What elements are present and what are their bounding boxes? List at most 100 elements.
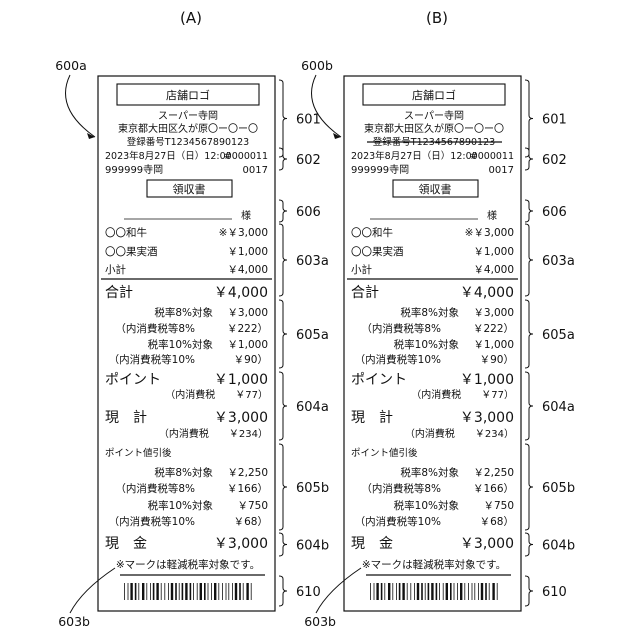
reference-numeral-605a: 605a xyxy=(542,328,575,343)
reference-numeral-605b: 605b xyxy=(296,481,329,496)
item-name: 小計 xyxy=(351,263,372,276)
barcode-bar xyxy=(164,583,165,600)
cash-total-value: ￥3,000 xyxy=(214,410,268,426)
barcode xyxy=(370,583,498,600)
name-suffix: 様 xyxy=(487,209,497,222)
tax-row-label: 税率8%対象 xyxy=(154,466,213,479)
receipt-datetime: 2023年8月27日（日）12:00 xyxy=(105,150,232,162)
reference-numeral-note: 603b xyxy=(304,614,336,629)
barcode-bar xyxy=(142,583,144,600)
reference-numeral-receipt: 600b xyxy=(301,58,333,73)
barcode-bar xyxy=(370,583,371,600)
barcode-bar xyxy=(381,583,383,600)
leader-line xyxy=(312,75,341,137)
leader-line xyxy=(70,568,115,613)
point-label: ポイント xyxy=(351,372,407,388)
bracket xyxy=(279,372,287,440)
store-address: 東京都大田区久が原〇ー〇ー〇 xyxy=(364,122,504,135)
cash-total-label: 現 計 xyxy=(105,410,147,426)
item-price: ￥4,000 xyxy=(473,264,514,276)
tax-row-label: 税率10%対象 xyxy=(148,338,213,351)
tax-row-label: 税率10%対象 xyxy=(394,338,459,351)
barcode-bar xyxy=(208,583,209,600)
barcode-bar xyxy=(396,583,397,600)
register-number: 0017 xyxy=(489,165,514,176)
tax-row-value: ￥68） xyxy=(480,516,514,528)
tax-row-value: ￥166） xyxy=(227,483,268,495)
store-code: 999999寺岡 xyxy=(105,164,163,176)
barcode-bar xyxy=(464,583,465,600)
tax-row-value: ￥222） xyxy=(227,323,268,335)
reference-numeral-602: 602 xyxy=(542,153,567,168)
barcode-bar xyxy=(446,583,448,600)
barcode-bar xyxy=(124,583,125,600)
reference-numeral-603a: 603a xyxy=(296,254,329,269)
bracket xyxy=(525,80,533,157)
bracket xyxy=(525,444,533,530)
tax-row-label: （内消費税等10% xyxy=(109,353,195,366)
reference-numeral-603a: 603a xyxy=(542,254,575,269)
tax-row-label: （内消費税等10% xyxy=(355,353,441,366)
point-tax: （内消費税 ￥77） xyxy=(411,388,514,401)
receipt-title: 領収書 xyxy=(419,182,452,196)
barcode-bar xyxy=(436,583,438,600)
tax-row-value: ￥750 xyxy=(483,500,514,512)
leader-line xyxy=(66,75,95,137)
bracket xyxy=(279,533,287,556)
tax-row-value: ￥2,250 xyxy=(473,467,514,479)
cash-total-tax: （内消費税 ￥234） xyxy=(405,427,514,440)
receipt-datetime: 2023年8月27日（日）12:00 xyxy=(351,150,478,162)
total-label: 合計 xyxy=(105,285,133,301)
barcode-bar xyxy=(193,583,194,600)
panel-label: (B) xyxy=(426,9,448,27)
item-name: 〇〇果実酒 xyxy=(351,245,404,258)
tax-row-value: ￥750 xyxy=(237,500,268,512)
bracket xyxy=(279,444,287,530)
reference-numeral-605b: 605b xyxy=(542,481,575,496)
barcode-bar xyxy=(374,583,375,600)
leader-line xyxy=(316,568,361,613)
bracket xyxy=(525,148,533,170)
barcode-bar xyxy=(190,583,192,600)
tax-row-label: 税率8%対象 xyxy=(400,306,459,319)
barcode-bar xyxy=(204,583,206,600)
item-price: ※￥3,000 xyxy=(219,227,268,239)
reference-numeral-601: 601 xyxy=(542,113,567,128)
receipt-number: #000011 xyxy=(470,151,514,162)
point-value: ￥1,000 xyxy=(460,372,514,388)
cash-value: ￥3,000 xyxy=(460,536,514,552)
barcode-bar xyxy=(468,583,469,600)
barcode-bar xyxy=(243,583,244,600)
cash-label: 現 金 xyxy=(351,536,393,552)
barcode-bar xyxy=(478,583,479,600)
store-name: スーパー寺岡 xyxy=(158,110,218,122)
bracket xyxy=(525,372,533,440)
item-price: ￥1,000 xyxy=(227,246,268,258)
after-point-label: ポイント値引後 xyxy=(351,447,418,459)
store-name: スーパー寺岡 xyxy=(404,110,464,122)
after-point-label: ポイント値引後 xyxy=(105,447,172,459)
cash-total-tax: （内消費税 ￥234） xyxy=(159,427,268,440)
barcode-bar xyxy=(407,583,408,600)
barcode-bar xyxy=(150,583,151,600)
barcode-bar xyxy=(146,583,147,600)
reference-numeral-604b: 604b xyxy=(296,539,329,554)
barcode-bar xyxy=(179,583,180,600)
store-logo: 店舗ロゴ xyxy=(166,88,210,102)
reference-numeral-602: 602 xyxy=(296,153,321,168)
barcode-bar xyxy=(226,583,227,600)
total-value: ￥4,000 xyxy=(214,285,268,301)
barcode-bar xyxy=(457,583,458,600)
barcode-bar xyxy=(197,583,198,600)
barcode-bar xyxy=(128,583,129,600)
reduced-tax-note: ※マークは軽減税率対象です。 xyxy=(362,558,506,571)
cash-total-label: 現 計 xyxy=(351,410,393,426)
barcode-bar xyxy=(376,583,378,600)
reference-numeral-604b: 604b xyxy=(542,539,575,554)
cash-label: 現 金 xyxy=(105,536,147,552)
barcode-bar xyxy=(485,583,487,600)
reduced-tax-note: ※マークは軽減税率対象です。 xyxy=(116,558,260,571)
reference-numeral-605a: 605a xyxy=(296,328,329,343)
barcode-bar xyxy=(228,583,229,600)
point-label: ポイント xyxy=(105,372,161,388)
